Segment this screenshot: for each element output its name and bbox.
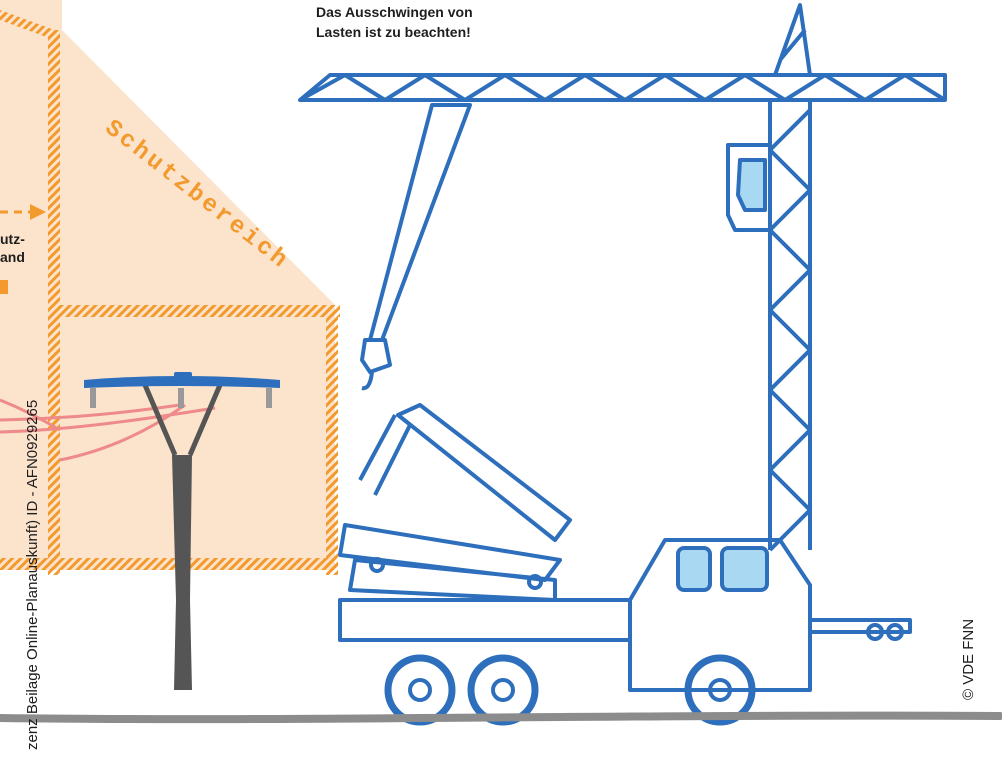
power-pole [84, 372, 280, 690]
power-cables [0, 398, 216, 462]
crane-mast-top [773, 3, 812, 76]
tower-crane [298, 3, 947, 552]
crane-cab [726, 143, 772, 232]
truck-wheels [384, 654, 756, 726]
protection-zone: Schutzbereich [0, 0, 340, 575]
crane-hook [360, 338, 392, 391]
license-watermark: zenz Beilage Online-Planauskunft) ID - A… [24, 399, 41, 750]
truck-window-2 [720, 546, 769, 592]
distance-label: utz- and [0, 230, 25, 266]
distance-marker [0, 280, 8, 294]
note-line-1: Das Ausschwingen von [316, 4, 473, 20]
truck-bed [338, 598, 632, 642]
crane-tower [768, 100, 812, 552]
load-swing-note: Das Ausschwingen von Lasten ist zu beach… [316, 2, 473, 42]
crane-jib [298, 73, 947, 102]
truck-crane [338, 403, 912, 726]
zone-hatch-top [0, 10, 60, 42]
copyright: © VDE FNN [960, 618, 977, 700]
distance-label-line-2: and [0, 249, 25, 265]
distance-label-line-1: utz- [0, 231, 25, 247]
note-line-2: Lasten ist zu beachten! [316, 24, 471, 40]
zone-hatch-left-lower [48, 315, 60, 575]
knuckle-boom-upper [358, 403, 572, 542]
zone-hatch-bottom [0, 558, 338, 570]
zone-hatch-left-upper [48, 30, 60, 315]
truck-outrigger [810, 618, 912, 634]
truck-window-1 [676, 546, 712, 592]
truck-cab [628, 538, 812, 692]
zone-hatch-mid [60, 305, 340, 317]
crane-cab-window [736, 158, 767, 212]
ground [0, 711, 1002, 724]
distance-arrow [0, 204, 46, 220]
crane-hook-arm [368, 103, 472, 342]
zone-hatch-right [326, 310, 338, 575]
